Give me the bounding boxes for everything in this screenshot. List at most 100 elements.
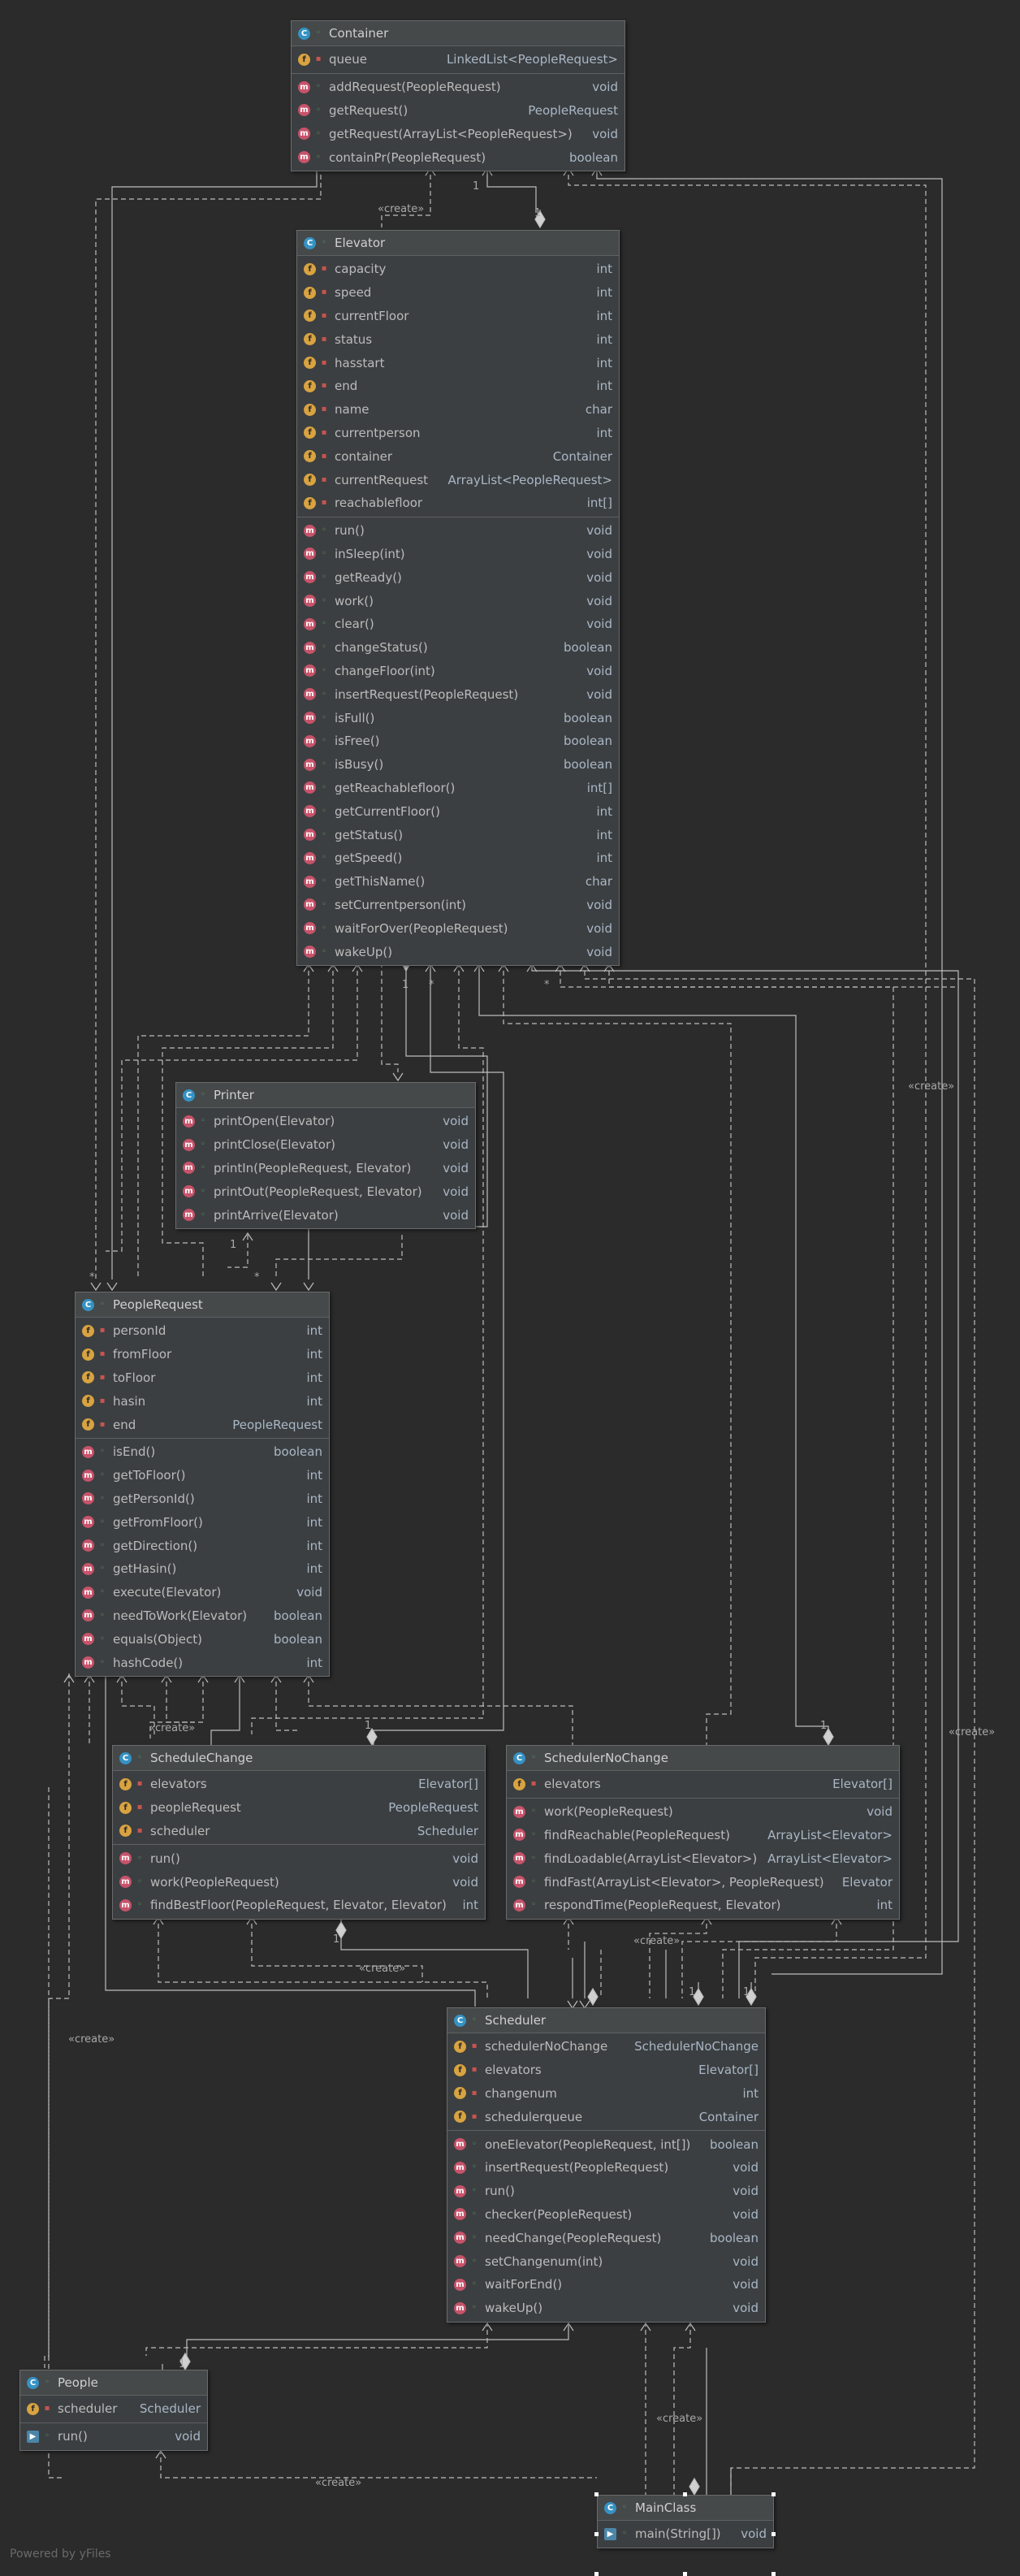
composition-diamond	[689, 2477, 700, 2496]
dependency-line	[673, 2322, 691, 2495]
arrow-head	[155, 2449, 166, 2459]
public-visibility-icon: ◦	[472, 2303, 477, 2313]
method-name: changeFloor(int)	[335, 663, 435, 678]
method-row: m◦getRequest(ArrayList<PeopleRequest>)vo…	[292, 122, 625, 145]
composition-diamond	[746, 1987, 757, 2007]
arrow-head	[106, 1282, 118, 1292]
method-return-type: int	[596, 827, 612, 842]
method-icon: m	[513, 1898, 525, 1911]
method-icon: m	[82, 1469, 94, 1482]
private-visibility-icon: ▪	[99, 1419, 106, 1429]
method-return-type: boolean	[274, 1631, 322, 1647]
method-return-type: void	[452, 1851, 478, 1866]
method-row: m◦run()void	[297, 519, 619, 543]
method-row: m◦changeFloor(int)void	[297, 660, 619, 683]
public-visibility-icon: ◦	[472, 2256, 477, 2266]
create-stereotype-label: «create»	[908, 1080, 955, 1093]
private-visibility-icon: ▪	[321, 498, 327, 508]
create-stereotype-label: «create»	[315, 2477, 362, 2489]
selection-handle[interactable]	[594, 2492, 599, 2496]
method-return-type: int	[306, 1538, 322, 1553]
public-visibility-icon: ◦	[472, 2209, 477, 2219]
private-visibility-icon: ▪	[321, 357, 327, 367]
private-visibility-icon: ▪	[315, 54, 322, 64]
field-icon: f	[82, 1418, 94, 1431]
public-visibility-icon: ◦	[201, 1186, 205, 1196]
class-name: Scheduler	[485, 2013, 547, 2028]
method-row: m◦addRequest(PeopleRequest)void	[292, 76, 625, 99]
association-line	[111, 167, 318, 1279]
dependency-line	[227, 1235, 249, 1268]
method-icon: m	[82, 1539, 94, 1552]
method-icon: m	[298, 151, 310, 164]
public-visibility-icon: ◦	[45, 2378, 50, 2387]
public-visibility-icon: ◦	[100, 1587, 105, 1597]
public-visibility-icon: ◦	[531, 1829, 536, 1839]
field-name: personId	[113, 1323, 166, 1339]
field-name: currentRequest	[335, 472, 429, 487]
selection-handle[interactable]	[771, 2492, 776, 2496]
method-icon: m	[304, 781, 316, 794]
dependency-line	[162, 963, 334, 1279]
composition-diamond	[534, 210, 546, 229]
method-name: run()	[150, 1851, 180, 1866]
public-visibility-icon: ◦	[322, 923, 326, 933]
method-row: ▶◦main(String[])void	[598, 2522, 773, 2546]
method-return-type: void	[592, 80, 618, 95]
method-icon: m	[82, 1492, 94, 1505]
public-visibility-icon: ◦	[472, 2232, 477, 2242]
public-visibility-icon: ◦	[322, 877, 326, 886]
method-return-type: void	[586, 593, 612, 608]
private-visibility-icon: ▪	[321, 451, 327, 461]
method-icon: m	[82, 1609, 94, 1622]
method-icon: m	[304, 922, 316, 935]
field-type: int[]	[586, 496, 612, 511]
public-visibility-icon: ◦	[472, 2163, 477, 2172]
selection-handle[interactable]	[594, 2532, 599, 2536]
public-visibility-icon: ◦	[100, 1447, 105, 1457]
dependency-line	[149, 1673, 204, 1738]
private-visibility-icon: ▪	[530, 1779, 537, 1789]
dependency-line	[251, 1916, 423, 1982]
method-icon: m	[183, 1115, 195, 1128]
method-return-type: void	[733, 2301, 759, 2316]
run-method-icon: ▶	[27, 2430, 39, 2443]
method-return-type: void	[733, 2184, 759, 2199]
public-visibility-icon: ◦	[322, 736, 326, 746]
method-return-type: int	[306, 1514, 322, 1530]
selection-handle[interactable]	[683, 2492, 687, 2496]
dependency-line	[121, 1673, 155, 1734]
field-icon: f	[304, 403, 316, 416]
method-name: printClose(Elevator)	[214, 1137, 335, 1153]
field-type: Container	[552, 448, 612, 464]
private-visibility-icon: ▪	[44, 2404, 50, 2414]
run-method-icon: ▶	[604, 2527, 616, 2540]
method-name: getFromFloor()	[113, 1514, 203, 1530]
selection-handle[interactable]	[771, 2532, 776, 2536]
field-name: peopleRequest	[150, 1800, 241, 1816]
method-return-type: void	[586, 617, 612, 632]
method-return-type: void	[443, 1160, 469, 1175]
method-icon: m	[304, 712, 316, 725]
arrow-head	[63, 1673, 75, 1683]
method-name: waitForOver(PeopleRequest)	[335, 920, 508, 936]
public-visibility-icon: ◦	[316, 105, 321, 115]
private-visibility-icon: ▪	[321, 310, 327, 320]
method-return-type: int	[306, 1468, 322, 1483]
method-row: m◦run()void	[447, 2180, 765, 2203]
method-return-type: void	[443, 1207, 469, 1223]
field-icon: f	[454, 2111, 466, 2124]
method-name: needChange(PeopleRequest)	[485, 2230, 662, 2245]
create-stereotype-label: «create»	[378, 203, 425, 215]
class-box-mainClass[interactable]: C◦MainClass▶◦main(String[])void	[597, 2495, 774, 2548]
